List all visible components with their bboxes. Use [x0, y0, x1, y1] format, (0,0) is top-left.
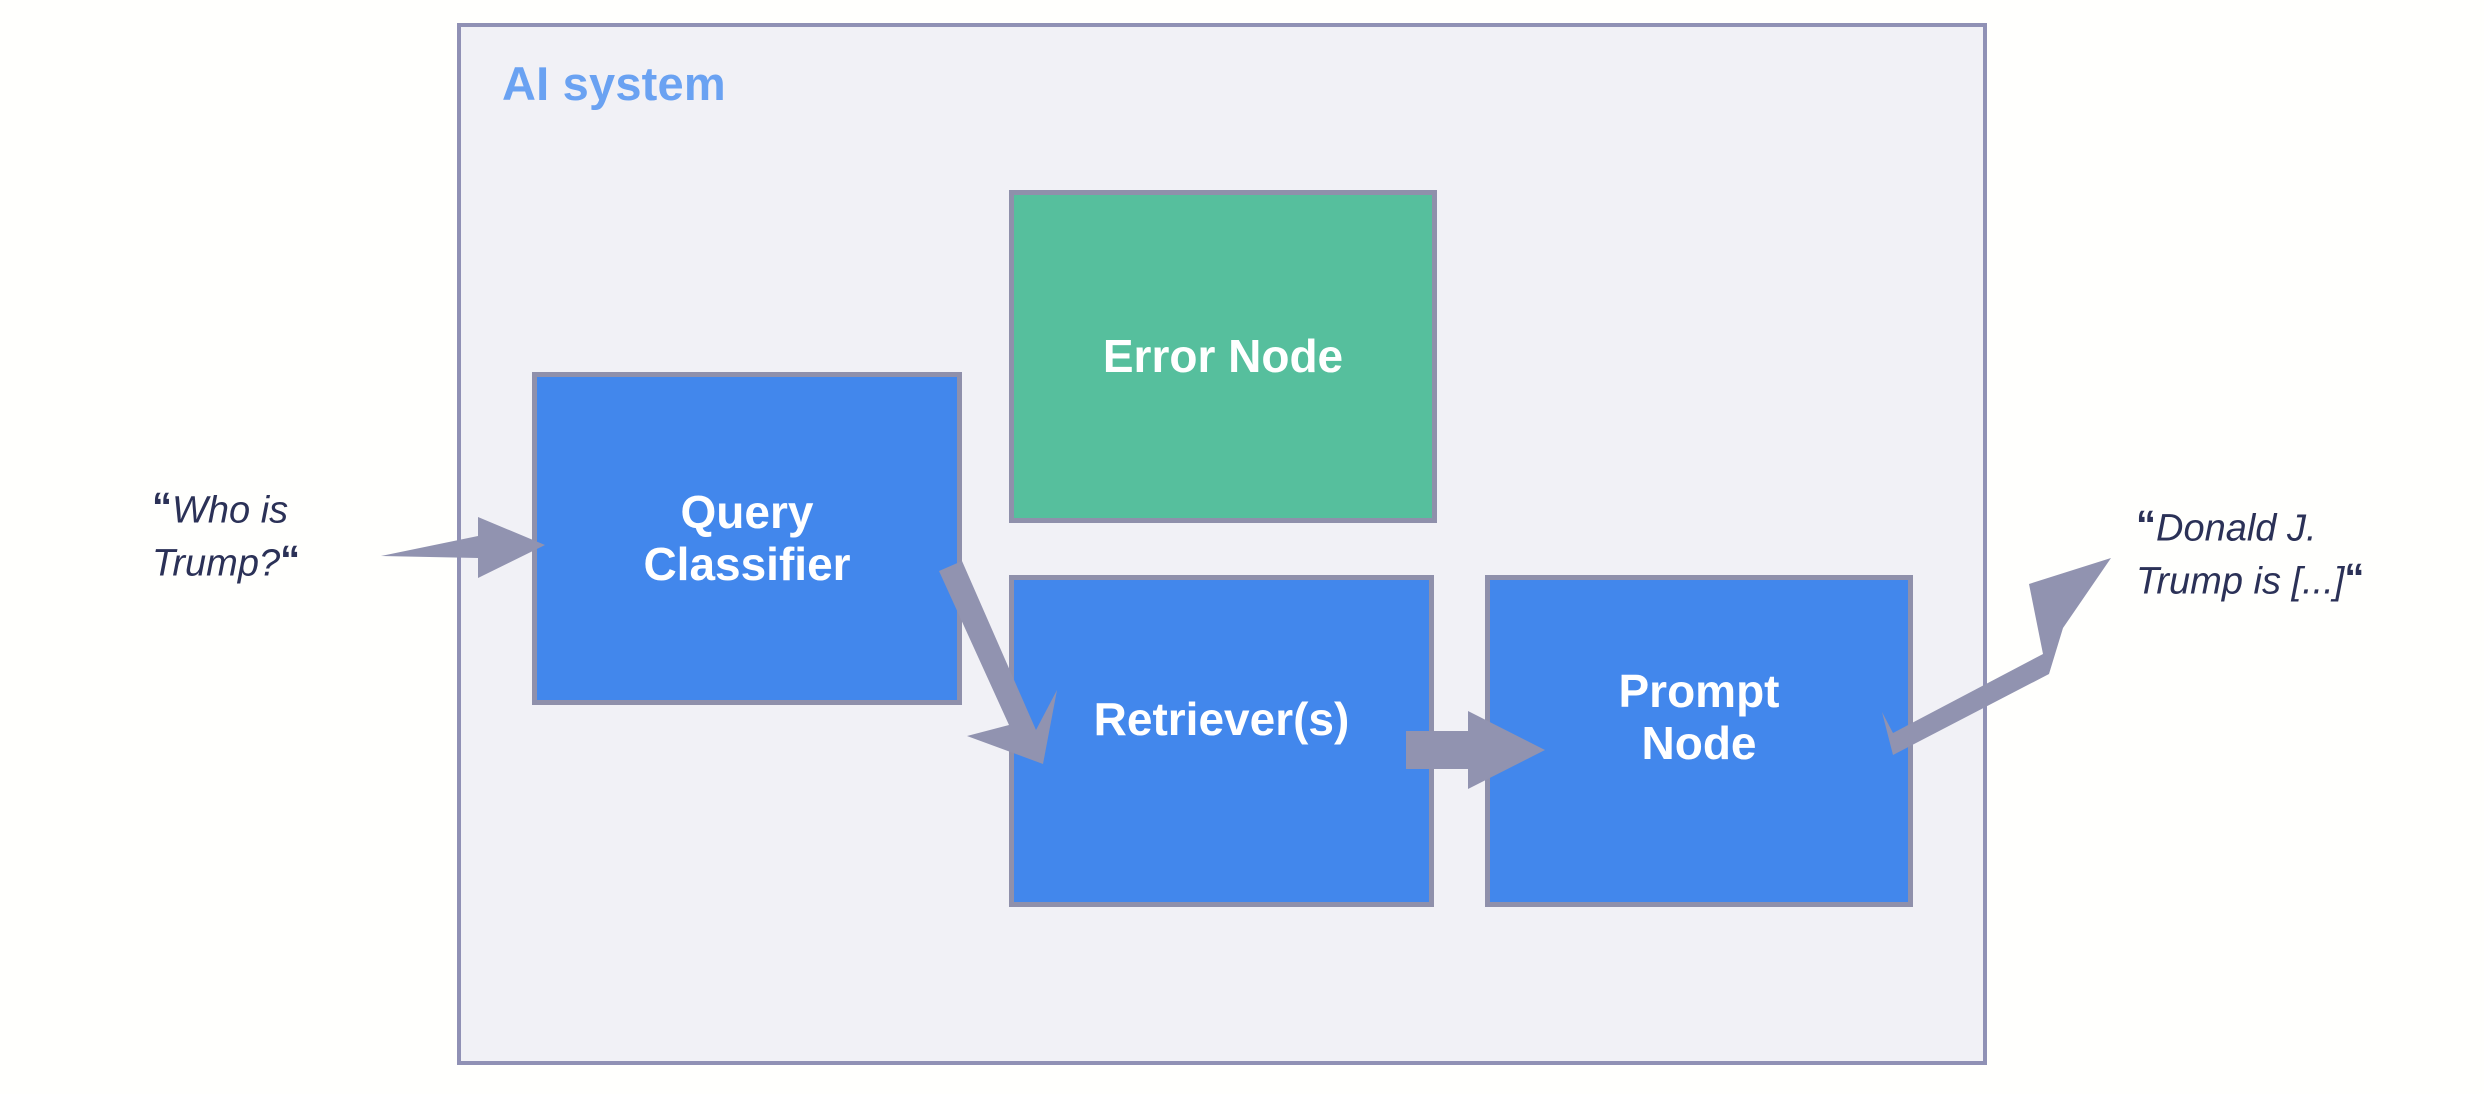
output-answer-text: “Donald J. Trump is [...]“ — [2136, 500, 2375, 606]
output-answer-line1-text: Donald J. — [2156, 507, 2317, 550]
node-prompt[interactable]: Prompt Node — [1485, 575, 1913, 907]
input-open-quote-icon: “ — [152, 485, 172, 529]
node-prompt-label-line2: Node — [1641, 716, 1757, 769]
node-error[interactable]: Error Node — [1009, 190, 1437, 523]
node-query-classifier-label-line2: Classifier — [643, 537, 851, 590]
input-query-text: “Who is Trump?“ — [152, 482, 300, 588]
node-prompt-label-line1: Prompt — [1618, 665, 1780, 717]
ai-system-title: AI system — [502, 57, 726, 110]
output-answer-line1: “Donald J. — [2136, 500, 2375, 553]
input-query-line2: Trump?“ — [152, 535, 300, 588]
node-retriever[interactable]: Retriever(s) — [1009, 575, 1434, 907]
output-close-quote-icon: “ — [2344, 556, 2365, 601]
node-retriever-label: Retriever(s) — [1093, 693, 1350, 745]
input-query-line1-text: Who is — [172, 489, 289, 532]
output-open-quote-icon: “ — [2136, 503, 2156, 547]
node-query-classifier[interactable]: Query Classifier — [532, 372, 962, 705]
input-query-line1: “Who is — [152, 482, 300, 535]
output-answer-line2-text: Trump is [...] — [2136, 560, 2345, 603]
node-query-classifier-label: Query Classifier — [643, 485, 851, 590]
input-query-line2-text: Trump? — [152, 542, 281, 585]
input-close-quote-icon: “ — [280, 538, 301, 583]
node-error-label: Error Node — [1102, 329, 1344, 382]
output-answer-line2: Trump is [...]“ — [2136, 553, 2375, 606]
node-query-classifier-label-line1: Query — [680, 485, 814, 538]
node-prompt-label: Prompt Node — [1618, 665, 1780, 769]
